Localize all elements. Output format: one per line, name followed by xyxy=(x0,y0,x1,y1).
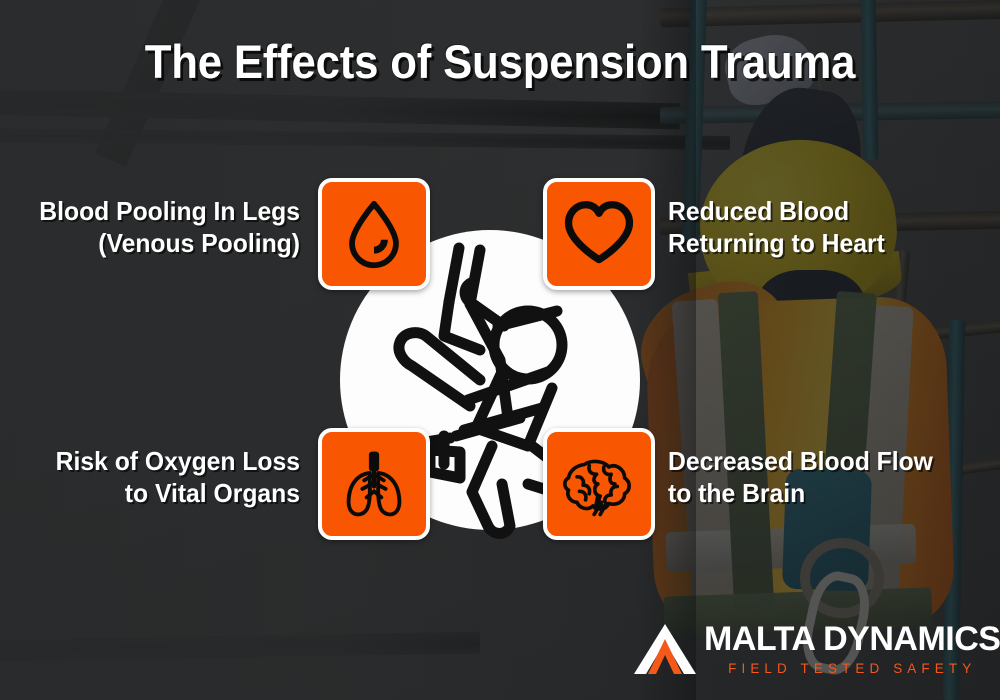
icon-tile-brain[interactable] xyxy=(543,428,655,540)
malta-dynamics-logo[interactable]: MALTA DYNAMICS FIELD TESTED SAFETY xyxy=(632,616,1000,682)
icon-tile-lungs[interactable] xyxy=(318,428,430,540)
logo-company-name: MALTA DYNAMICS xyxy=(704,620,1000,658)
label-line: Risk of Oxygen Loss xyxy=(55,446,300,476)
label-line: Decreased Blood Flow xyxy=(668,446,933,476)
malta-dynamics-chevron-icon xyxy=(634,624,696,674)
label-reduced-blood-to-heart: Reduced Blood Returning to Heart xyxy=(668,196,972,259)
label-line: to Vital Organs xyxy=(124,477,300,508)
icon-tile-blood-pooling[interactable] xyxy=(318,178,430,290)
label-line: (Venous Pooling) xyxy=(98,227,300,258)
suspended-worker-harness-illustration xyxy=(393,242,577,539)
blood-drop-icon xyxy=(349,201,399,269)
logo-text-block: MALTA DYNAMICS FIELD TESTED SAFETY xyxy=(704,622,1000,676)
label-line: to the Brain xyxy=(668,477,806,508)
logo-tagline: FIELD TESTED SAFETY xyxy=(728,661,977,676)
label-line: Blood Pooling In Legs xyxy=(39,196,300,226)
label-decreased-brain-blood-flow: Decreased Blood Flow to the Brain xyxy=(668,446,978,509)
lungs-icon xyxy=(346,451,402,517)
label-blood-pooling: Blood Pooling In Legs (Venous Pooling) xyxy=(15,196,300,259)
label-oxygen-loss: Risk of Oxygen Loss to Vital Organs xyxy=(15,446,300,509)
label-line: Returning to Heart xyxy=(668,227,885,258)
label-line: Reduced Blood xyxy=(668,196,850,226)
heart-icon xyxy=(564,201,634,264)
icon-tile-heart[interactable] xyxy=(543,178,655,290)
page-title: The Effects of Suspension Trauma xyxy=(144,35,856,88)
brain-icon xyxy=(563,459,631,517)
